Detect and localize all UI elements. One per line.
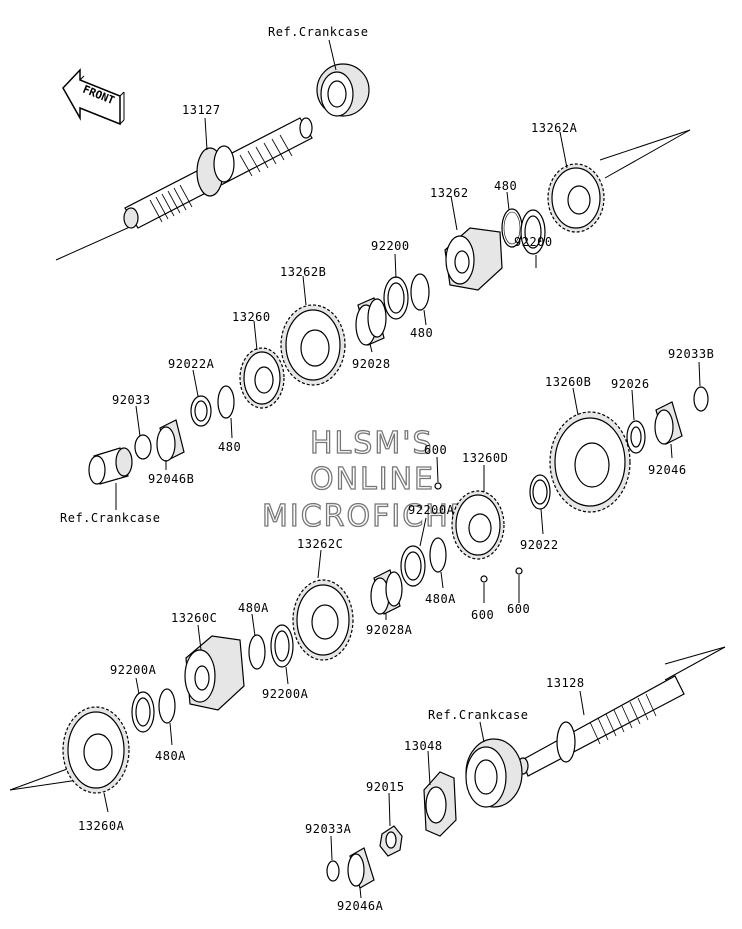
gear-13262B	[280, 304, 346, 386]
label-ref-crankcase-top: Ref.Crankcase	[268, 25, 368, 39]
washer-92200-right	[520, 209, 546, 255]
label-13260C: 13260C	[171, 611, 217, 625]
ball-600-a	[480, 575, 488, 583]
washer-92200-left	[383, 276, 409, 320]
washer-92022A	[190, 395, 212, 427]
washer-92200A-left	[131, 691, 155, 733]
label-92046B: 92046B	[148, 472, 194, 486]
ball-600-top	[434, 482, 442, 490]
gear-13260A	[62, 706, 130, 794]
label-92033: 92033	[112, 393, 151, 407]
front-arrow-icon: FRONT	[62, 68, 125, 126]
nut-92015	[379, 825, 403, 857]
label-13262: 13262	[430, 186, 469, 200]
bearing-92046A	[347, 847, 375, 889]
circlip-92033A	[326, 860, 340, 882]
label-480-c: 480	[218, 440, 241, 454]
washer-92022	[529, 474, 551, 510]
label-13260D: 13260D	[462, 451, 508, 465]
circlip-480A-mid	[429, 537, 447, 573]
label-92200A-mid: 92200A	[408, 503, 455, 517]
watermark-line-1: HLSM'S	[310, 426, 434, 461]
label-13262A: 13262A	[531, 121, 578, 135]
label-480A-top: 480A	[238, 601, 269, 615]
bearing-92028	[355, 297, 387, 346]
watermark: HLSM'S ONLINE MICROFICHE	[261, 425, 471, 534]
label-480A-bottom: 480A	[155, 749, 186, 763]
washer-92200A-mid	[400, 545, 426, 587]
gear-13262	[444, 227, 503, 291]
label-13128: 13128	[546, 676, 585, 690]
label-480-a: 480	[494, 179, 517, 193]
bearing-ref-crankcase-bottom	[465, 738, 523, 808]
label-13127: 13127	[182, 103, 221, 117]
gear-13260D	[451, 490, 505, 560]
label-480A-mid: 480A	[425, 592, 456, 606]
bearing-92046	[654, 401, 683, 445]
label-92028A: 92028A	[366, 623, 413, 637]
circlip-480-b	[410, 273, 430, 311]
label-ref-crankcase-left: Ref.Crankcase	[60, 511, 160, 525]
bearing-92028A	[370, 569, 403, 615]
gear-13262A	[547, 163, 605, 233]
label-92015: 92015	[366, 780, 405, 794]
label-600-top: 600	[424, 443, 447, 457]
label-600-b: 600	[507, 602, 530, 616]
shaft-13127	[123, 117, 313, 229]
label-92022A: 92022A	[168, 357, 215, 371]
gear-13262C	[292, 579, 354, 661]
label-13260B: 13260B	[545, 375, 591, 389]
label-13260: 13260	[232, 310, 271, 324]
washer-92026	[626, 420, 646, 454]
label-13262C: 13262C	[297, 537, 343, 551]
label-13262B: 13262B	[280, 265, 326, 279]
label-92046A: 92046A	[337, 899, 384, 913]
label-92200A-right: 92200A	[262, 687, 309, 701]
label-92033A: 92033A	[305, 822, 352, 836]
label-92033B: 92033B	[668, 347, 714, 361]
label-92200-right: 92200	[514, 235, 553, 249]
label-13260A: 13260A	[78, 819, 125, 833]
shaft-13128	[517, 675, 685, 777]
circlip-480A-top	[248, 634, 266, 670]
watermark-line-2: ONLINE	[310, 462, 435, 497]
bearing-ref-crankcase-top	[316, 63, 370, 117]
label-92046: 92046	[648, 463, 687, 477]
label-92200-left: 92200	[371, 239, 410, 253]
ball-600-b	[515, 567, 523, 575]
label-13048: 13048	[404, 739, 443, 753]
circlip-480-c	[217, 385, 235, 419]
label-92022: 92022	[520, 538, 559, 552]
bearing-ref-crankcase-left	[88, 447, 133, 485]
sleeve-13048	[423, 771, 457, 837]
circlip-92033B	[693, 386, 709, 412]
label-92028: 92028	[352, 357, 391, 371]
label-92200A-left: 92200A	[110, 663, 157, 677]
watermark-line-3: MICROFICHE	[262, 499, 471, 534]
circlip-92033	[134, 434, 152, 460]
circlip-480A-bottom	[158, 688, 176, 724]
label-92026: 92026	[611, 377, 650, 391]
gear-13260	[239, 347, 285, 409]
gear-13260C	[184, 635, 245, 711]
label-480-b: 480	[410, 326, 433, 340]
washer-92200A-right	[270, 624, 294, 668]
gear-13260B	[549, 411, 631, 513]
label-600-a: 600	[471, 608, 494, 622]
label-ref-crankcase-bottom: Ref.Crankcase	[428, 708, 528, 722]
bearing-92046B	[156, 419, 185, 462]
